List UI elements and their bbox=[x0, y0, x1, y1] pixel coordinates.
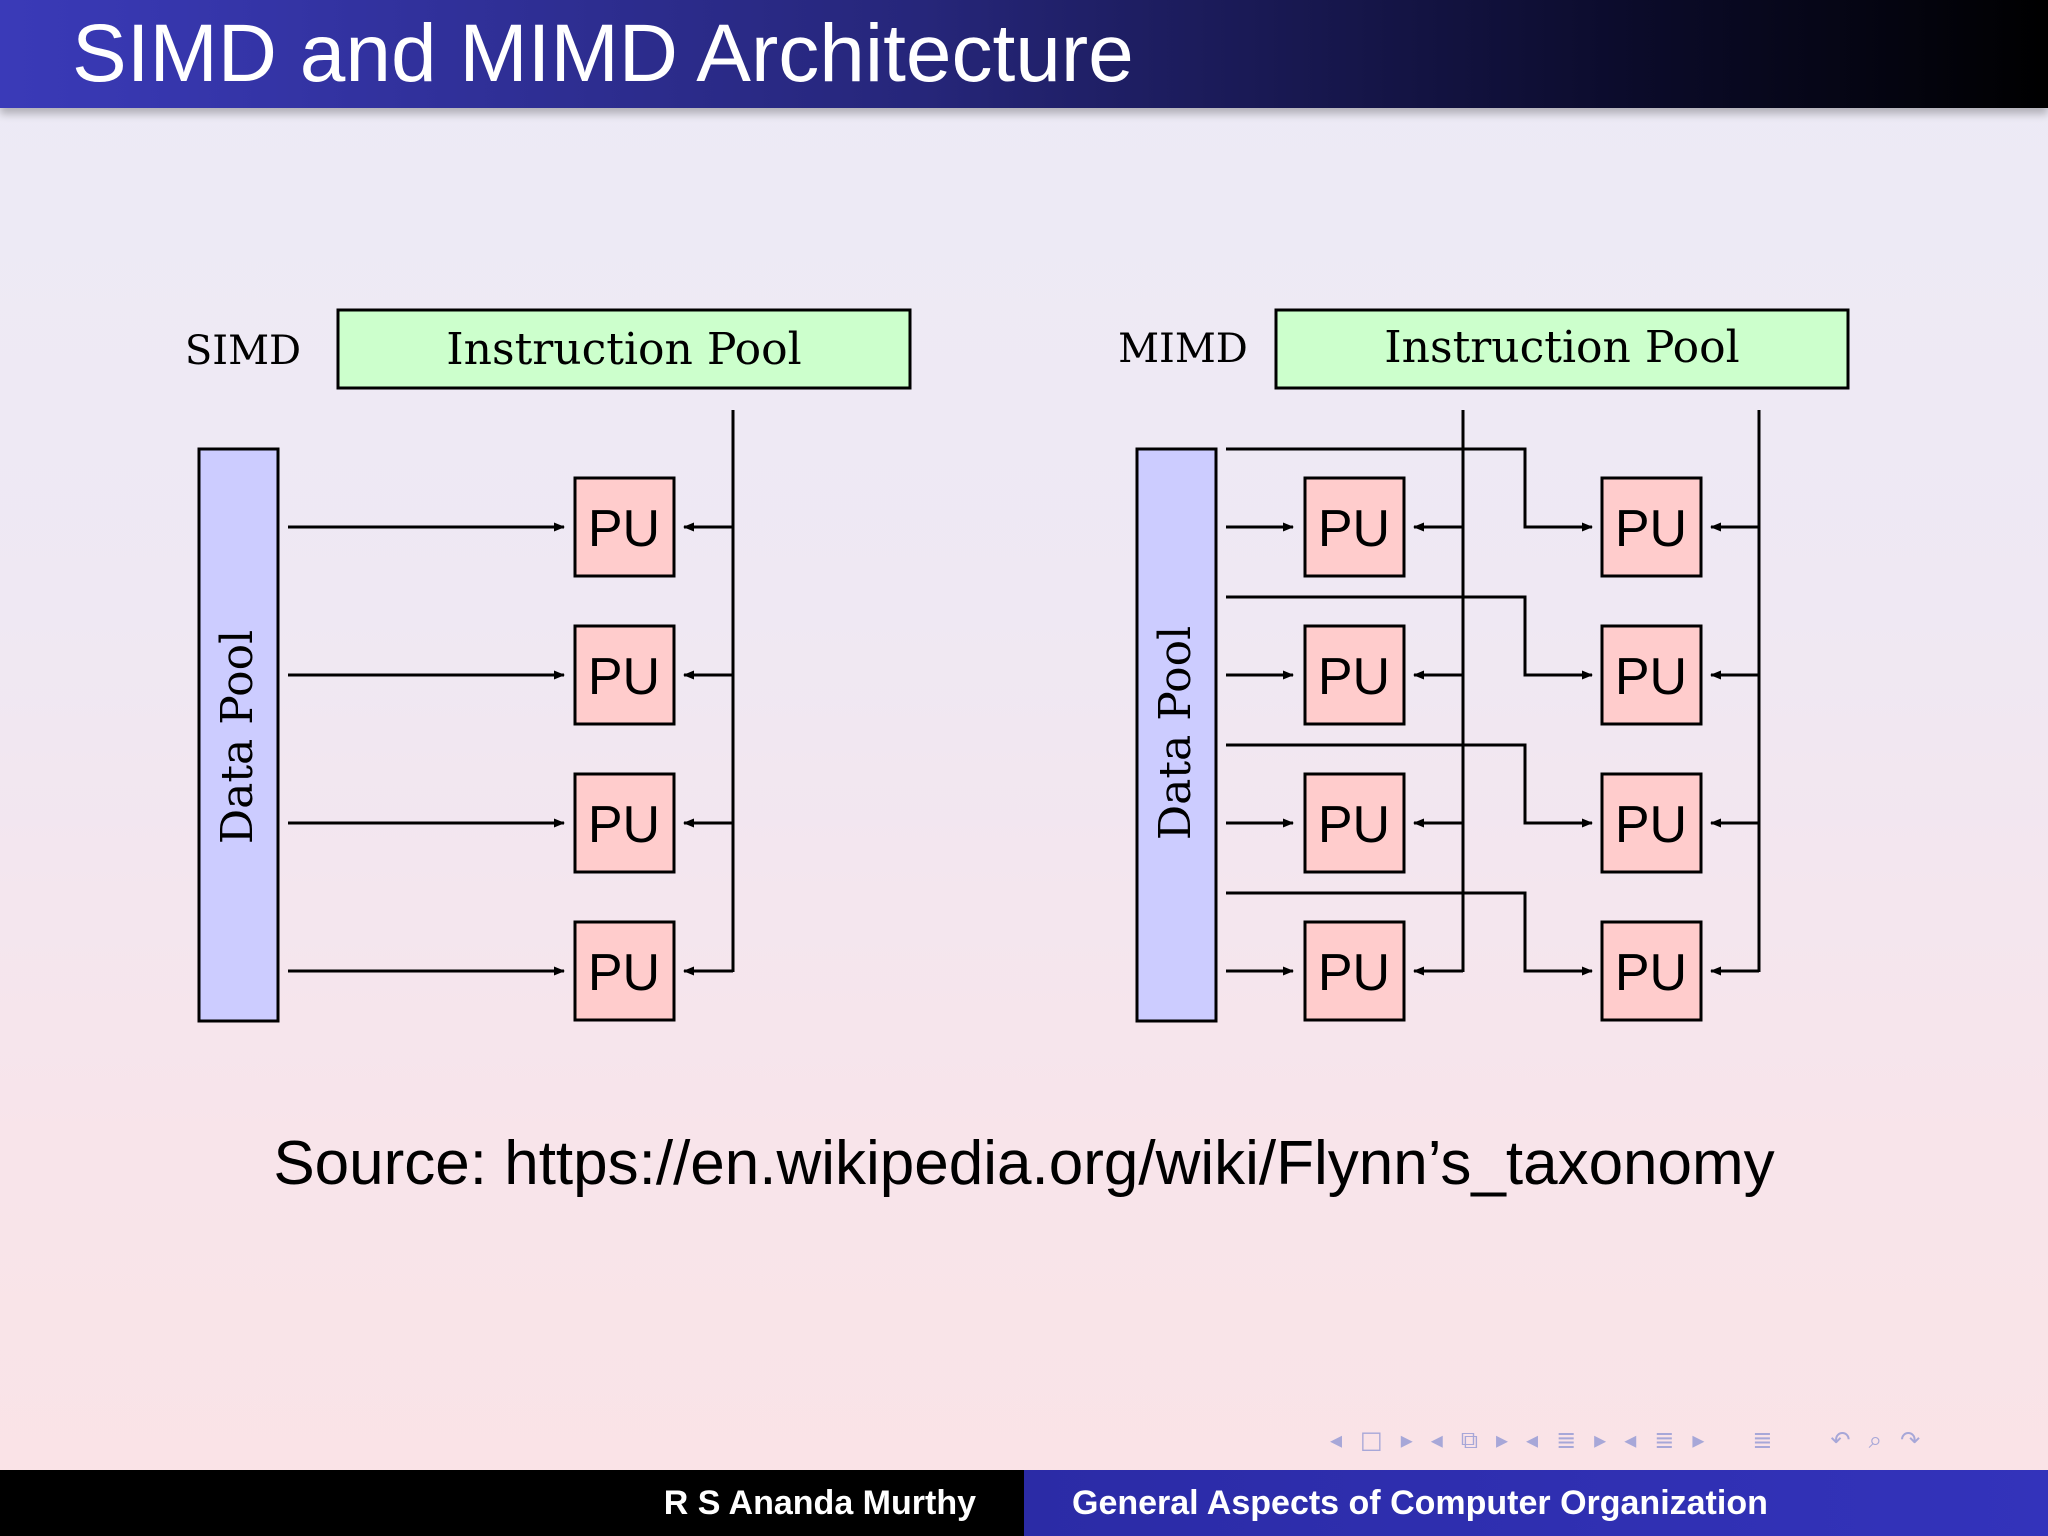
footer-course: General Aspects of Computer Organization bbox=[1072, 1483, 1768, 1522]
mimd-row-1: PU PU bbox=[1226, 476, 1759, 578]
simd-pu-3-label: PU bbox=[588, 796, 660, 854]
mimd-pu-2b-label: PU bbox=[1615, 648, 1687, 706]
simd-pu-4-label: PU bbox=[588, 944, 660, 1002]
simd-row-1: PU bbox=[288, 476, 733, 578]
doc-icon[interactable]: ≣ bbox=[1654, 1426, 1675, 1454]
next-section-icon[interactable]: ▸ bbox=[1594, 1426, 1607, 1454]
footer-author-panel: R S Ananda Murthy bbox=[0, 1470, 1024, 1536]
mimd-data-pool-label: Data Pool bbox=[1150, 626, 1201, 840]
next-doc-icon[interactable]: ▸ bbox=[1692, 1426, 1705, 1454]
simd-pu-2 bbox=[573, 624, 676, 726]
simd-pu-3 bbox=[573, 772, 676, 874]
mimd-data-route-1 bbox=[1226, 447, 1593, 532]
next-subsection-icon[interactable]: ▸ bbox=[1495, 1426, 1509, 1454]
mimd-pu-3a-label: PU bbox=[1318, 796, 1390, 854]
prev-doc-icon[interactable]: ◂ bbox=[1624, 1426, 1637, 1454]
title-bar: SIMD and MIMD Architecture bbox=[0, 0, 2048, 108]
footer-author: R S Ananda Murthy bbox=[663, 1483, 976, 1522]
mimd-row-3: PU PU bbox=[1226, 772, 1759, 874]
prev-section-icon[interactable]: ◂ bbox=[1526, 1426, 1539, 1454]
mimd-data-route-3 bbox=[1226, 743, 1593, 828]
footer: R S Ananda Murthy General Aspects of Com… bbox=[0, 1470, 2048, 1536]
mimd-pu-2b bbox=[1600, 624, 1703, 726]
mimd-pu-3b-label: PU bbox=[1615, 796, 1687, 854]
frame-icon[interactable]: □ bbox=[1360, 1426, 1383, 1454]
simd-pu-4 bbox=[573, 920, 676, 1022]
mimd-instruction-pool bbox=[1274, 308, 1850, 390]
simd-pu-1 bbox=[573, 476, 676, 578]
mimd-pu-1a-label: PU bbox=[1318, 500, 1390, 558]
simd-data-pool bbox=[197, 447, 280, 1023]
mimd-row-2: PU PU bbox=[1226, 624, 1759, 726]
slide-title: SIMD and MIMD Architecture bbox=[72, 8, 1134, 99]
simd-row-2: PU bbox=[288, 624, 733, 726]
mimd-pu-1a bbox=[1303, 476, 1406, 578]
mimd-pu-1b bbox=[1600, 476, 1703, 578]
next-frame-icon[interactable]: ▸ bbox=[1400, 1426, 1413, 1454]
mimd-pu-4b-label: PU bbox=[1615, 944, 1687, 1002]
simd-pu-1-label: PU bbox=[588, 500, 660, 558]
mimd-pu-3a bbox=[1303, 772, 1406, 874]
mimd-instruction-pool-label: Instruction Pool bbox=[1384, 322, 1739, 373]
mimd-label: MIMD bbox=[1118, 326, 1248, 372]
simd-row-3: PU bbox=[288, 772, 733, 874]
mimd-pu-4b bbox=[1600, 920, 1703, 1022]
mimd-pu-2a bbox=[1303, 624, 1406, 726]
back-icon[interactable]: ↶ bbox=[1830, 1426, 1851, 1454]
mimd-pu-2a-label: PU bbox=[1318, 648, 1390, 706]
simd-data-pool-label: Data Pool bbox=[212, 630, 263, 844]
footer-course-panel: General Aspects of Computer Organization bbox=[1024, 1470, 2048, 1536]
mimd-pu-4a-label: PU bbox=[1318, 944, 1390, 1002]
simd-row-4: PU bbox=[288, 920, 733, 1022]
beamer-navigation: ◂ □ ▸ ◂ ⧉ ▸ ◂ ≣ ▸ ◂ ≣ ▸ ≣ ↶ ⌕ ↷ bbox=[1330, 1424, 2030, 1456]
mimd-pu-3b bbox=[1600, 772, 1703, 874]
search-icon[interactable]: ⌕ bbox=[1868, 1426, 1883, 1454]
subsection-icon[interactable]: ⧉ bbox=[1460, 1426, 1478, 1454]
mimd-row-4: PU PU bbox=[1226, 920, 1759, 1022]
simd-instruction-pool-label: Instruction Pool bbox=[446, 324, 801, 375]
mimd-pu-4a bbox=[1303, 920, 1406, 1022]
simd-instruction-pool bbox=[336, 308, 912, 390]
section-icon[interactable]: ≣ bbox=[1556, 1426, 1577, 1454]
toc-icon[interactable]: ≣ bbox=[1752, 1426, 1773, 1454]
mimd-data-pool bbox=[1135, 447, 1218, 1023]
prev-subsection-icon[interactable]: ◂ bbox=[1430, 1426, 1443, 1454]
mimd-data-route-2 bbox=[1226, 595, 1593, 680]
simd-label: SIMD bbox=[185, 328, 301, 374]
mimd-data-route-4 bbox=[1226, 891, 1593, 976]
forward-icon[interactable]: ↷ bbox=[1900, 1426, 1921, 1454]
prev-frame-icon[interactable]: ◂ bbox=[1330, 1426, 1343, 1454]
simd-pu-2-label: PU bbox=[588, 648, 660, 706]
mimd-pu-1b-label: PU bbox=[1615, 500, 1687, 558]
source-citation: Source: https://en.wikipedia.org/wiki/Fl… bbox=[273, 1129, 1775, 1198]
